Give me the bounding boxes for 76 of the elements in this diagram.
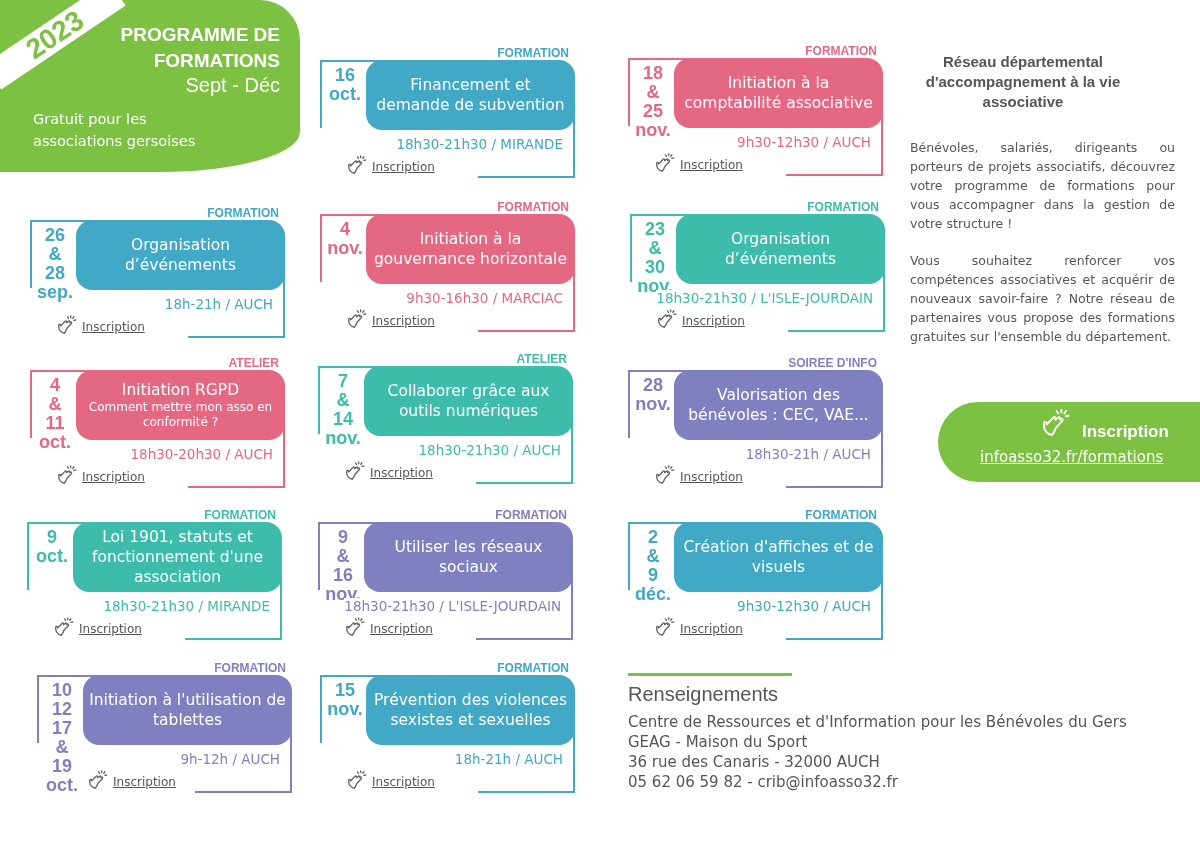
registration-link: Inscription	[680, 622, 743, 636]
registration-link: Inscription	[372, 775, 435, 789]
date-text: 18 & 25 nov.	[634, 64, 672, 140]
category-label: FORMATION	[212, 662, 288, 675]
period-text: Sept - Déc	[185, 74, 280, 97]
date-text: 4 & 11 oct.	[38, 376, 72, 452]
title-text: Initiation à la gouvernance horizontale	[373, 229, 568, 269]
title-text: Prévention des violences sexistes et sexuelles	[373, 690, 568, 730]
panel-heading: Inscription	[1082, 422, 1169, 442]
title-text: Valorisation des bénévoles : CEC, VAE...	[687, 385, 870, 425]
date-text: 28 nov.	[634, 376, 672, 414]
registration-link: Inscription	[682, 314, 745, 328]
contact-text: Centre de Ressources et d'Information pour les Bénévoles du Gers	[628, 713, 1127, 731]
registration-link: Inscription	[372, 314, 435, 328]
title-text: Utiliser les réseaux sociaux	[393, 537, 544, 577]
category-label: FORMATION	[495, 47, 571, 60]
registration-panel	[938, 402, 1200, 482]
header-banner	[0, 0, 300, 172]
registration-link: Inscription	[680, 470, 743, 484]
subtitle-text: Comment mettre mon asso en conformité ?	[87, 400, 274, 430]
time-place-text: 18h-21h / AUCH	[164, 296, 273, 312]
registration-link: Inscription	[82, 320, 145, 334]
time-place-text: 18h-21h / AUCH	[454, 751, 563, 767]
web-link: infoasso32.fr/formations	[980, 448, 1164, 466]
contact-text: 05 62 06 59 82 - crib@infoasso32.fr	[628, 773, 898, 791]
date-text: 16 oct.	[328, 66, 362, 104]
section-heading: Renseignements	[628, 683, 779, 706]
title-text: Financement et demande de subvention	[375, 75, 566, 115]
section-heading: Réseau départemental d'accompagnement à la vie associative	[924, 52, 1122, 112]
time-place-text: 18h30-21h / AUCH	[745, 446, 871, 462]
body-paragraph: Bénévoles, salariés, dirigeants ou porteurs de projets associatifs, découvrez votre programme de formations pour vous accompagner dans la gestion de votre structure !	[910, 139, 1175, 233]
time-place-text: 9h-12h / AUCH	[180, 751, 280, 767]
title-text: Création d'affiches et de visuels	[682, 537, 875, 577]
title-text: Collaborer grâce aux outils numériques	[386, 381, 551, 421]
category-label: SOIREE D'INFO	[786, 357, 879, 370]
date-text: 4 nov.	[326, 220, 364, 258]
time-place-text: 9h30-16h30 / MARCIAC	[406, 290, 563, 306]
time-place-text: 18h30-20h30 / AUCH	[130, 446, 273, 462]
contact-text: GEAG - Maison du Sport	[628, 733, 808, 751]
date-text: 7 & 14 nov.	[324, 372, 362, 448]
category-label: FORMATION	[805, 201, 881, 214]
registration-link: Inscription	[372, 160, 435, 174]
title-text: Loi 1901, statuts et fonctionnement d'une association	[90, 527, 265, 587]
registration-link: Inscription	[113, 775, 176, 789]
time-place-text: 9h30-12h30 / AUCH	[737, 598, 871, 614]
category-label: FORMATION	[495, 201, 571, 214]
registration-link: Inscription	[82, 470, 145, 484]
date-text: 15 nov.	[326, 681, 364, 719]
body-paragraph: Vous souhaitez renforcer vos compétences associatives et acquérir de nouveaux savoir-faire ? Notre réseau de partenaires vous propose des formations gratuites sur l'ensemble du département.	[910, 252, 1175, 346]
category-label: FORMATION	[803, 45, 879, 58]
registration-link: Inscription	[370, 466, 433, 480]
title-text: Initiation à l'utilisation de tablettes	[88, 690, 287, 730]
registration-link: Inscription	[370, 622, 433, 636]
time-place-text: 18h30-21h30 / MIRANDE	[103, 598, 270, 614]
category-label: FORMATION	[495, 662, 571, 675]
title-text: Initiation RGPD	[120, 380, 241, 400]
date-text: 2 & 9 déc.	[634, 528, 672, 604]
title-text: Organisation d’événements	[724, 229, 837, 269]
time-place-text: 18h30-21h30 / AUCH	[418, 442, 561, 458]
date-text: 26 & 28 sep.	[36, 226, 74, 302]
title-text: Initiation à la comptabilité associative	[683, 73, 874, 113]
date-text: 10 12 17 & 19 oct.	[45, 681, 79, 795]
category-label: ATELIER	[226, 357, 281, 370]
category-label: FORMATION	[493, 509, 569, 522]
title-text: Organisation d’événements	[124, 235, 237, 275]
time-place-text: 9h30-12h30 / AUCH	[737, 134, 871, 150]
registration-link: Inscription	[680, 158, 743, 172]
registration-link: Inscription	[79, 622, 142, 636]
subtitle-text: Gratuit pour les associations gersoises	[33, 110, 197, 151]
category-label: ATELIER	[514, 353, 569, 366]
category-label: FORMATION	[205, 207, 281, 220]
category-label: FORMATION	[803, 509, 879, 522]
category-label: FORMATION	[202, 509, 278, 522]
date-text: 9 oct.	[35, 528, 69, 566]
contact-text: 36 rue des Canaris - 32000 AUCH	[628, 753, 880, 771]
time-place-text: 18h30-21h30 / MIRANDE	[396, 136, 563, 152]
